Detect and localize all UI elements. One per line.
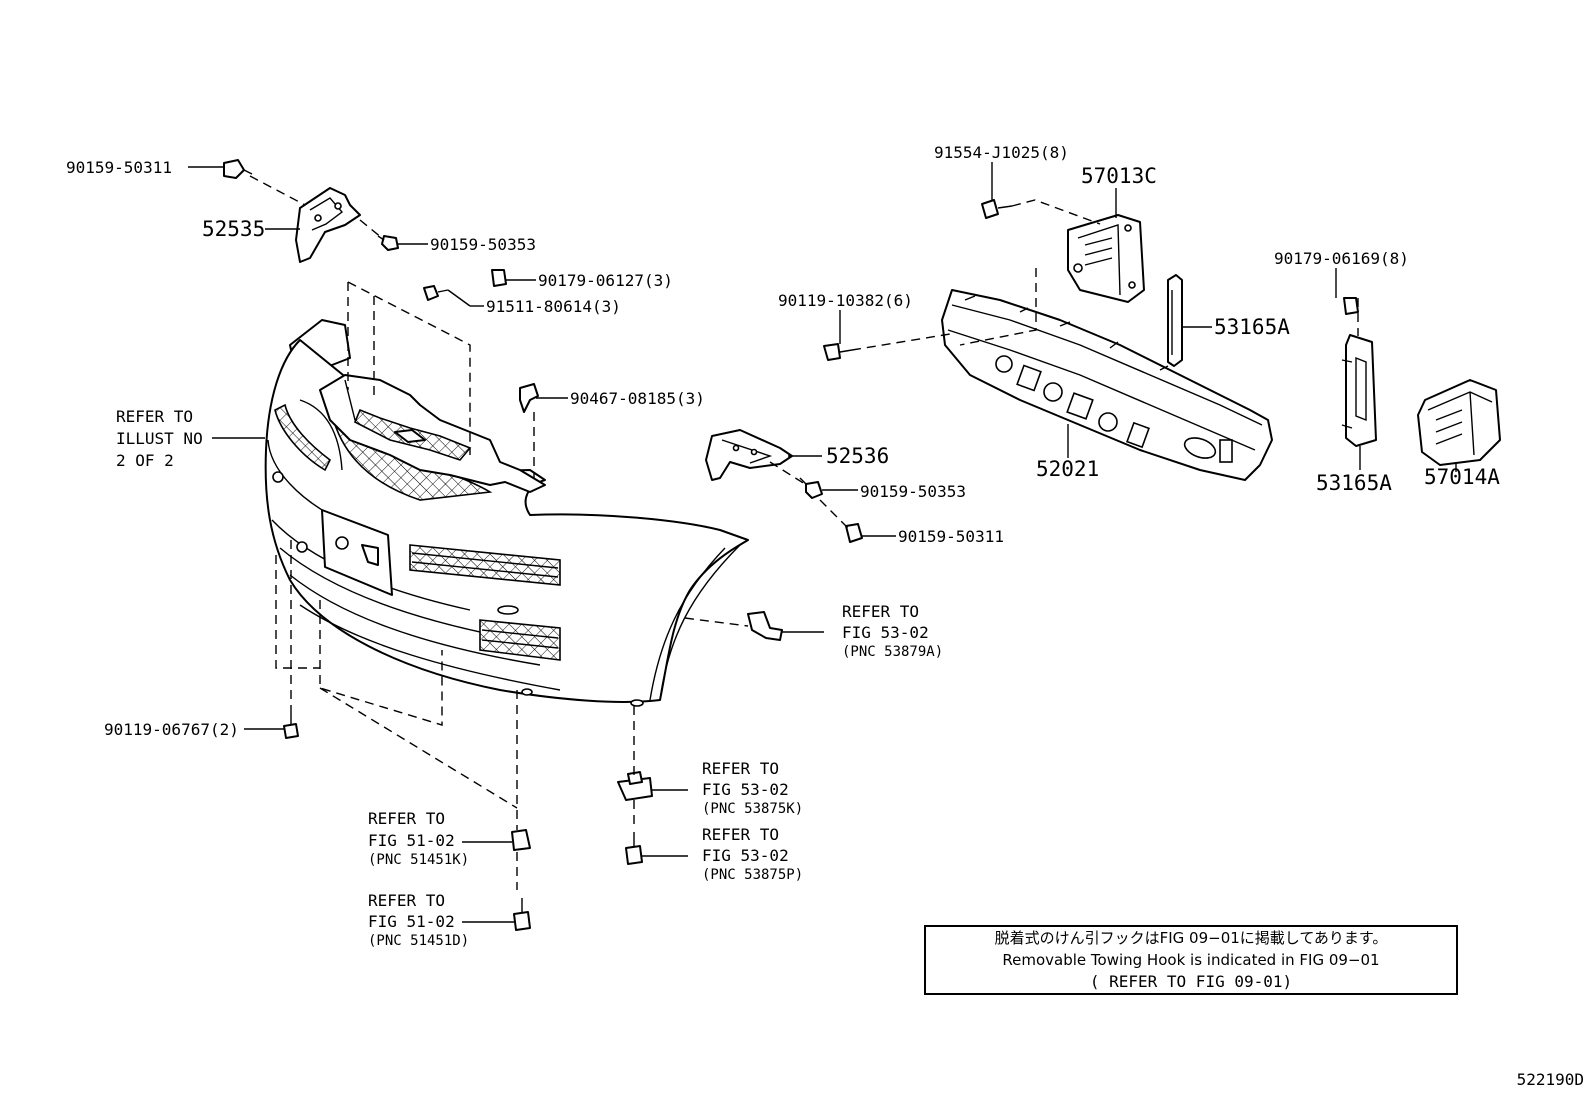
retainer-icon (747, 611, 783, 641)
part-number-label: 53165A (1316, 471, 1392, 495)
svg-text:(PNC 51451K): (PNC 51451K) (368, 852, 469, 868)
part-number-label: 52535 (202, 217, 265, 241)
clip-icon (845, 523, 863, 543)
svg-text:REFER TO: REFER TO (368, 809, 445, 828)
part-number-label: 90119-06767(2) (104, 720, 239, 739)
part-number-label: 91554-J1025(8) (934, 143, 1069, 162)
bracket-52536 (705, 429, 793, 481)
bracket-53165a-top (1167, 274, 1183, 367)
clip-icon (223, 159, 253, 179)
nut-icon (491, 269, 507, 287)
bumper-arm-57014a (1417, 379, 1501, 466)
svg-text:REFER TO: REFER TO (702, 825, 779, 844)
push-clip-icon (519, 383, 539, 413)
svg-text:(PNC 53875P): (PNC 53875P) (702, 867, 803, 883)
clip-icon (377, 235, 399, 251)
bracket-53165a-bottom (1341, 334, 1377, 447)
part-number-label: 53165A (1214, 315, 1290, 339)
svg-text:2 OF 2: 2 OF 2 (116, 451, 174, 470)
part-number-label: 90119-10382(6) (778, 291, 913, 310)
part-number-label: 90159-50311 (898, 527, 1004, 546)
part-number-label: 90179-06127(3) (538, 271, 673, 290)
bumper-reinforcement-52021 (941, 289, 1273, 481)
part-number-label: 57013C (1081, 164, 1157, 188)
towing-hook-note: 脱着式のけん引フックはFIG 09−01に掲載してあります。 Removable… (924, 925, 1458, 995)
part-number-label: 90159-50353 (860, 482, 966, 501)
part-number-label: 90159-50353 (430, 235, 536, 254)
bolt-icon (823, 343, 853, 361)
illustration-id: 522190D (1516, 1070, 1584, 1089)
refer-53879a-label: REFER TO FIG 53-02 (PNC 53879A) (842, 602, 943, 660)
bracket-52535 (295, 187, 361, 263)
note-reference-text: ( REFER TO FIG 09-01) (1089, 972, 1293, 991)
note-japanese-text: 脱着式のけん引フックはFIG 09−01に掲載してあります。 (994, 929, 1388, 947)
upper-grille-bracket (319, 374, 546, 493)
svg-text:FIG 53-02: FIG 53-02 (702, 846, 789, 865)
note-english-text: Removable Towing Hook is indicated in FI… (1002, 951, 1380, 969)
front-bumper-cover (264, 319, 749, 707)
refer-illust-label: REFER TO ILLUST NO 2 OF 2 (116, 407, 203, 470)
svg-text:FIG 51-02: FIG 51-02 (368, 831, 455, 850)
svg-text:FIG 53-02: FIG 53-02 (702, 780, 789, 799)
svg-text:ILLUST NO: ILLUST NO (116, 429, 203, 448)
part-number-label: 91511-80614(3) (486, 297, 621, 316)
svg-text:REFER TO: REFER TO (702, 759, 779, 778)
assembly-dashed-lines (249, 175, 1359, 890)
bumper-arm-57013c (1067, 214, 1145, 303)
svg-text:(PNC 53879A): (PNC 53879A) (842, 644, 943, 660)
refer-51451d-label: REFER TO FIG 51-02 (PNC 51451D) (368, 891, 469, 949)
refer-labels: REFER TO ILLUST NO 2 OF 2 REFER TO FIG 5… (116, 407, 943, 949)
svg-text:(PNC 51451D): (PNC 51451D) (368, 933, 469, 949)
bolt-icon (283, 706, 299, 739)
refer-51451k-label: REFER TO FIG 51-02 (PNC 51451K) (368, 809, 469, 868)
part-number-label: 90159-50311 (66, 158, 172, 177)
bolt-icon (981, 199, 1013, 219)
nut-icon (1343, 297, 1359, 315)
clip-nut-icon (617, 771, 653, 801)
svg-text:REFER TO: REFER TO (842, 602, 919, 621)
refer-53875k-label: REFER TO FIG 53-02 (PNC 53875K) (702, 759, 803, 817)
fastener-icons (223, 159, 1359, 931)
leader-lines (188, 162, 1457, 923)
svg-text:FIG 51-02: FIG 51-02 (368, 912, 455, 931)
part-number-labels: 90159-50311 52535 90159-50353 90179-0612… (66, 143, 1500, 739)
part-number-label: 90467-08185(3) (570, 389, 705, 408)
part-number-label: 52021 (1036, 457, 1099, 481)
screw-icon (625, 832, 643, 865)
bolt-icon (423, 285, 449, 301)
svg-text:FIG 53-02: FIG 53-02 (842, 623, 929, 642)
refer-53875p-label: REFER TO FIG 53-02 (PNC 53875P) (702, 825, 803, 883)
clip-icon (799, 477, 823, 499)
part-number-label: 90179-06169(8) (1274, 249, 1409, 268)
svg-text:(PNC 53875K): (PNC 53875K) (702, 801, 803, 817)
screw-icon (513, 898, 531, 931)
part-number-label: 52536 (826, 444, 889, 468)
svg-text:REFER TO: REFER TO (116, 407, 193, 426)
svg-text:REFER TO: REFER TO (368, 891, 445, 910)
part-number-label: 57014A (1424, 465, 1500, 489)
nut-icon (511, 829, 531, 851)
